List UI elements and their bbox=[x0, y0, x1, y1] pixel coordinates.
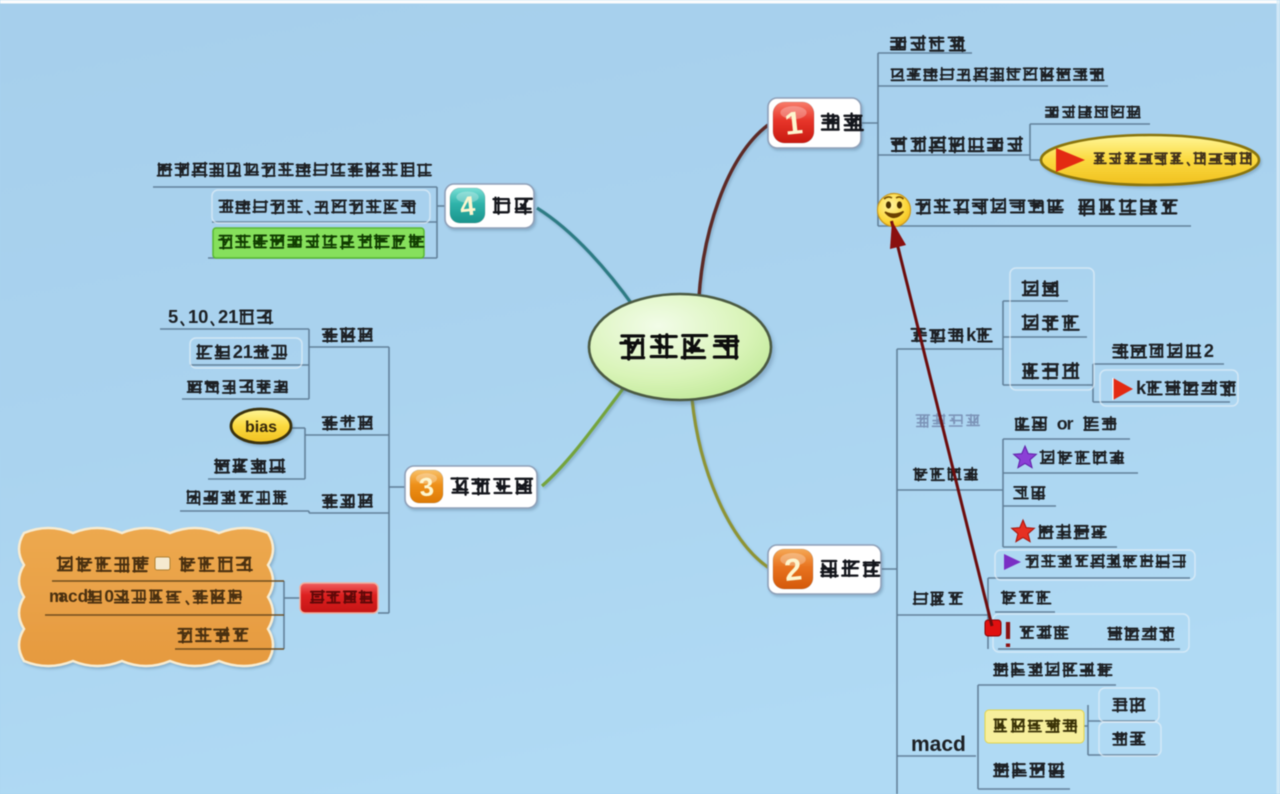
svg-text:4: 4 bbox=[459, 191, 477, 222]
svg-text:2: 2 bbox=[218, 306, 228, 327]
svg-text:k: k bbox=[1136, 377, 1147, 398]
svg-text:d: d bbox=[78, 586, 89, 606]
svg-text:1: 1 bbox=[243, 341, 253, 362]
svg-text:1: 1 bbox=[228, 306, 238, 327]
svg-text:0: 0 bbox=[104, 586, 114, 606]
svg-text:k: k bbox=[966, 324, 977, 345]
svg-text:2: 2 bbox=[233, 341, 243, 362]
svg-text:r: r bbox=[1067, 414, 1074, 434]
svg-text:5: 5 bbox=[168, 306, 178, 327]
svg-text:c: c bbox=[68, 586, 78, 606]
svg-text:a: a bbox=[59, 586, 69, 606]
svg-text:o: o bbox=[1057, 414, 1068, 434]
svg-text:3: 3 bbox=[418, 471, 436, 502]
svg-text:2: 2 bbox=[783, 551, 804, 588]
svg-text:2: 2 bbox=[1204, 340, 1214, 361]
svg-text:0: 0 bbox=[198, 306, 208, 327]
svg-text:bias: bias bbox=[245, 419, 277, 436]
svg-text:1: 1 bbox=[783, 104, 804, 142]
svg-text:m: m bbox=[49, 586, 64, 606]
svg-text:1: 1 bbox=[188, 306, 198, 327]
svg-text:macd: macd bbox=[911, 733, 966, 756]
